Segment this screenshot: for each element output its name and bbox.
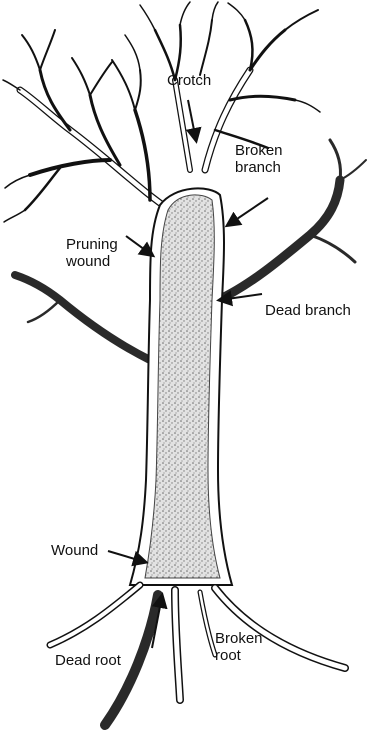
canopy-branches [3,2,320,222]
label-dead-branch: Dead branch [265,302,351,319]
label-dead-root: Dead root [55,652,121,669]
broken-branch-arrow [228,198,268,225]
label-crotch: Crotch [167,72,211,89]
crotch-arrow [188,100,196,140]
label-broken-branch: Broken branch [235,142,283,176]
label-wound: Wound [51,542,98,559]
pruning-wound-arrow [126,236,152,255]
roots [50,585,345,700]
left-dead-limb [15,275,150,360]
label-pruning-wound: Pruning wound [66,236,118,270]
label-broken-root: Broken root [215,630,263,664]
